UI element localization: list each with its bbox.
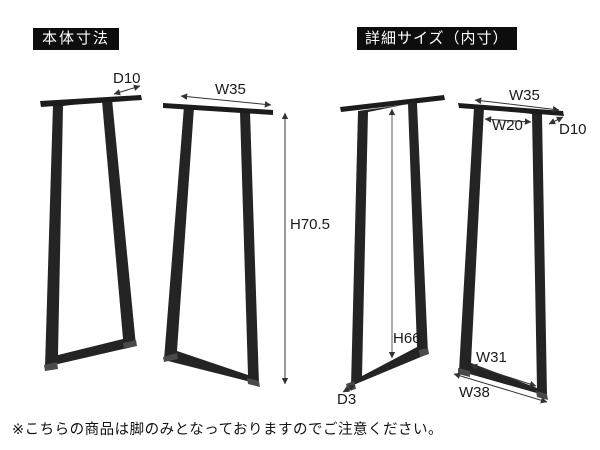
section-title-overall-dimensions: 本体寸法	[33, 28, 120, 50]
dim-line-w20	[484, 116, 532, 125]
leg-top-plate	[163, 103, 273, 115]
dim-label-w38: W38	[459, 384, 490, 401]
leg-top-plate	[40, 95, 142, 107]
dim-label-w35-detail: W35	[509, 87, 540, 104]
dim-label-w35-overall: W35	[215, 81, 246, 98]
leg-feet	[44, 340, 137, 371]
dim-line-d3	[342, 384, 356, 393]
dim-line-w35-detail	[474, 97, 560, 113]
leg-feet	[163, 353, 260, 387]
leg-frame	[164, 106, 259, 384]
leg-illustration-overall-right	[163, 103, 273, 387]
leg-illustration-overall-left	[40, 95, 142, 371]
dim-line-d10-overall	[113, 84, 141, 96]
dim-line-d10-detail	[548, 116, 564, 125]
dim-label-d10-overall: D10	[113, 70, 141, 87]
section-title-detail-dimensions: 詳細サイズ（内寸）	[357, 27, 517, 50]
dim-label-w31: W31	[476, 349, 507, 366]
legs-only-warning-note: ※こちらの商品は脚のみとなっておりますのでご注意ください。	[12, 422, 444, 438]
dim-label-w20: W20	[492, 117, 523, 134]
leg-top-plate	[340, 95, 445, 112]
dim-line-w38	[453, 372, 548, 404]
dim-label-d10-detail: D10	[559, 121, 587, 138]
dim-label-height-inner: H66	[393, 330, 421, 347]
dim-label-height-overall: H70.5	[290, 216, 331, 233]
leg-frame	[351, 103, 428, 386]
leg-illustration-detail-right	[458, 103, 564, 400]
dim-label-d3: D3	[337, 391, 357, 408]
leg-frame	[459, 107, 547, 396]
dimension-lines	[113, 84, 564, 404]
dim-line-w35-overall	[180, 93, 272, 108]
leg-frame	[45, 99, 136, 367]
